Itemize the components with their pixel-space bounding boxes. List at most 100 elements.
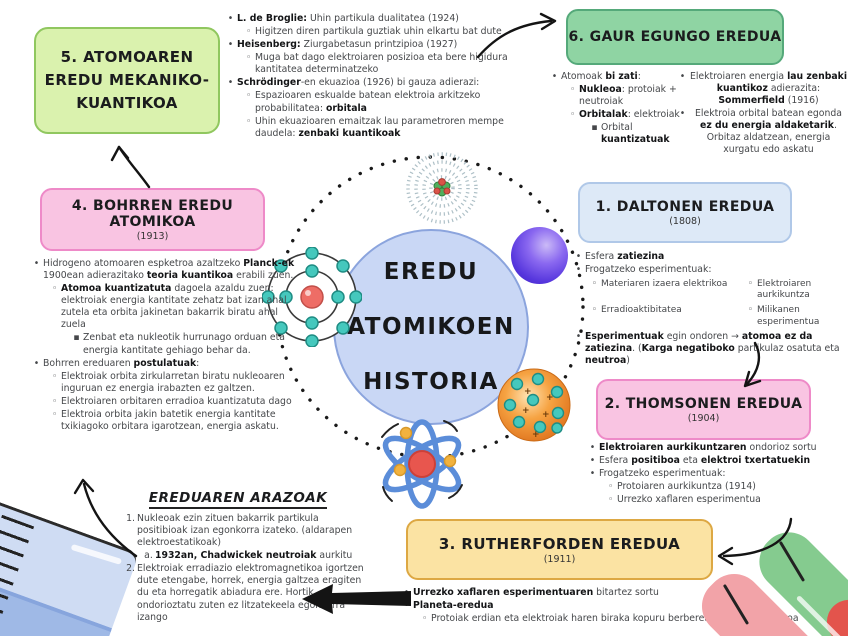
list-item-text: Uhin ekuazioaren emaitzak lau parametror… bbox=[255, 115, 504, 139]
central-topic-line: EREDU bbox=[383, 258, 479, 285]
list-item-text: Atomoa kuantizatuta dagoela azaldu zuen:… bbox=[61, 283, 287, 331]
bullet-marker: • bbox=[551, 71, 558, 82]
list-item-text: Esfera positiboa eta elektroi txertatuek… bbox=[599, 455, 811, 467]
list-item: ◦Milikanen esperimentua bbox=[744, 305, 848, 328]
box-thomson-model: 2. THOMSONEN EREDUA (1904) bbox=[596, 379, 811, 440]
box-bohr-model: 4. BOHRREN EREDU ATOMIKOA (1913) bbox=[40, 188, 265, 251]
notes-bohr-model: •Hidrogeno atomoaren espketroa azaltzeko… bbox=[30, 257, 300, 434]
list-item: •Elektroiaren aurkikuntzaren ondorioz so… bbox=[586, 442, 824, 454]
problems-heading: EREDUAREN ARAZOAK bbox=[148, 487, 328, 509]
svg-text:+: + bbox=[522, 406, 530, 416]
bullet-marker: • bbox=[403, 587, 410, 598]
list-item-text: Orbital kuantizatuak bbox=[601, 122, 670, 146]
box-title: EREDU MEKANIKO- bbox=[44, 71, 210, 89]
bullet-marker: • bbox=[227, 77, 234, 89]
list-item: ◦Espazioaren eskualde batean elektroia a… bbox=[242, 90, 536, 114]
list-item: ◦Uhin ekuazioaren emaitzak lau parametro… bbox=[242, 116, 536, 140]
list-item: •Heisenberg: Ziurgabetasun printzipioa (… bbox=[224, 39, 536, 51]
list-item-text: Planeta-eredua bbox=[413, 600, 494, 612]
box-title: 4. BOHRREN EREDU ATOMIKOA bbox=[71, 197, 234, 230]
bullet-marker: ◦ bbox=[245, 52, 252, 64]
bullet-marker: • bbox=[589, 468, 596, 480]
bullet-marker: ◦ bbox=[607, 494, 614, 506]
notes-wave-quantum-scientists: •L. de Broglie: Uhin partikula dualitate… bbox=[224, 12, 536, 141]
list-item-text: Hidrogeno atomoaren espketroa azaltzeko … bbox=[43, 258, 295, 282]
list-item-text: L. de Broglie: Uhin partikula dualitatea… bbox=[237, 13, 459, 24]
list-item-text: Urrezko xaflaren esperimentuaren bitarte… bbox=[413, 587, 659, 598]
bullet-marker: ◦ bbox=[747, 278, 754, 289]
list-item-text: Nukleoa: protoiak + neutroiak bbox=[579, 84, 677, 108]
box-year: (1904) bbox=[687, 412, 720, 424]
bullet-marker: ◦ bbox=[51, 408, 58, 420]
list-item-text: Urrezko xaflaren esperimentua bbox=[617, 494, 761, 506]
dalton-experiments-grid: ◦Materiaren izaera elektrikoa◦Elektroiar… bbox=[588, 277, 848, 330]
bullet-marker: ◦ bbox=[747, 305, 754, 316]
list-item: •L. de Broglie: Uhin partikula dualitate… bbox=[224, 13, 536, 25]
bullet-marker: ▪ bbox=[73, 332, 80, 344]
bullet-marker: ◦ bbox=[51, 395, 58, 407]
list-item-text: Bohrren ereduaren postulatuak: bbox=[43, 357, 200, 369]
list-item: ◦Elektroia orbita jakin batetik energia … bbox=[48, 409, 300, 433]
bullet-marker: • bbox=[403, 600, 410, 612]
bullet-marker: • bbox=[575, 264, 582, 276]
list-item-text: Protoiak erdian eta elektroiak haren bir… bbox=[431, 613, 799, 625]
bullet-marker: ◦ bbox=[421, 613, 428, 625]
list-item: ◦Elektroiaren aurkikuntza bbox=[744, 279, 848, 302]
box-year: (1911) bbox=[543, 553, 576, 565]
list-item: ◦Higitzen diren partikula guztiak uhin e… bbox=[242, 26, 536, 38]
list-item-text: Muga bat dago elektroiaren posizioa eta … bbox=[255, 52, 508, 76]
box-title: KUANTIKOA bbox=[76, 94, 178, 112]
bullet-marker: ◦ bbox=[51, 283, 58, 295]
list-item: 2.Elektroiak erradiazio elektromagnetiko… bbox=[124, 563, 366, 623]
list-item-text: Elektroia orbita jakin batetik energia k… bbox=[61, 408, 279, 433]
bullet-marker: a. bbox=[144, 550, 153, 562]
box-title: 2. THOMSONEN EREDUA bbox=[604, 395, 803, 412]
svg-text:+: + bbox=[532, 430, 540, 440]
list-item: ◦Erradioaktibitatea bbox=[588, 305, 742, 328]
list-item: •Esfera positiboa eta elektroi txertatue… bbox=[586, 455, 824, 467]
list-item-text: Elektroiak erradiazio elektromagnetikoa … bbox=[137, 563, 364, 623]
bullet-marker: • bbox=[575, 251, 582, 262]
list-item: ▪Orbital kuantizatuak bbox=[588, 122, 680, 146]
notes-thomson-model: •Elektroiaren aurkikuntzaren ondorioz so… bbox=[586, 441, 824, 507]
list-item-text: Frogatzeko esperimentuak: bbox=[599, 468, 726, 480]
notes-dalton-model: •Esfera zatiezina•Frogatzeko esperimentu… bbox=[572, 250, 848, 368]
central-topic-line: HISTORIA bbox=[363, 368, 499, 395]
box-title: 3. RUTHERFORDEN EREDUA bbox=[438, 534, 681, 553]
list-item: ◦Urrezko xaflaren esperimentua bbox=[604, 494, 824, 506]
bullet-marker: • bbox=[589, 442, 596, 453]
list-item-text: Elektroiak orbita zirkularretan biratu n… bbox=[61, 370, 285, 394]
bullet-marker: • bbox=[575, 330, 582, 342]
bullet-marker: ◦ bbox=[245, 90, 252, 102]
bullet-marker: • bbox=[679, 108, 686, 120]
list-item: •Hidrogeno atomoaren espketroa azaltzeko… bbox=[30, 258, 300, 282]
bullet-marker: ◦ bbox=[591, 305, 598, 316]
sketch-atom-icon bbox=[406, 152, 478, 224]
bullet-marker: • bbox=[33, 258, 40, 269]
central-topic: EREDU ATOMIKOEN HISTORIA bbox=[333, 229, 529, 425]
list-item-text: Protoiaren aurkikuntza (1914) bbox=[617, 481, 756, 493]
list-item-text: Orbitalak: elektroiak bbox=[579, 109, 680, 121]
bullet-marker: 1. bbox=[126, 513, 135, 524]
central-topic-line: ATOMIKOEN bbox=[347, 313, 515, 340]
svg-text:+: + bbox=[546, 393, 554, 403]
list-item-text: Elektroiaren orbitaren erradioa kuantiza… bbox=[61, 395, 292, 407]
list-item: •Bohrren ereduaren postulatuak: bbox=[30, 358, 300, 370]
box-title: 5. ATOMOAREN bbox=[60, 48, 194, 66]
list-item-text: Atomoak bi zati: bbox=[561, 71, 641, 82]
list-item-text: Heisenberg: Ziurgabetasun printzipioa (1… bbox=[237, 39, 458, 51]
list-item: ▪Zenbat eta nukleotik hurrunago orduan e… bbox=[70, 332, 300, 356]
list-item: •Schrödinger-en ekuazioa (1926) bi gauza… bbox=[224, 77, 536, 89]
list-item-text: Elektroiaren aurkikuntza bbox=[757, 278, 812, 301]
bullet-marker: ◦ bbox=[245, 115, 252, 127]
bohr-atom-icon bbox=[262, 247, 362, 347]
list-item: •Frogatzeko esperimentuak: bbox=[572, 264, 848, 276]
list-item: •Frogatzeko esperimentuak: bbox=[586, 468, 824, 480]
bullet-marker: ◦ bbox=[569, 84, 576, 96]
list-item: •Elektroiaren energia lau zenbaki kuanti… bbox=[676, 71, 848, 107]
list-item: •Esperimentuak egin ondoren → atomoa ez … bbox=[572, 331, 848, 367]
svg-text:+: + bbox=[542, 410, 550, 420]
list-item-text: Higitzen diren partikula guztiak uhin el… bbox=[255, 26, 502, 38]
bullet-marker: • bbox=[227, 13, 234, 24]
